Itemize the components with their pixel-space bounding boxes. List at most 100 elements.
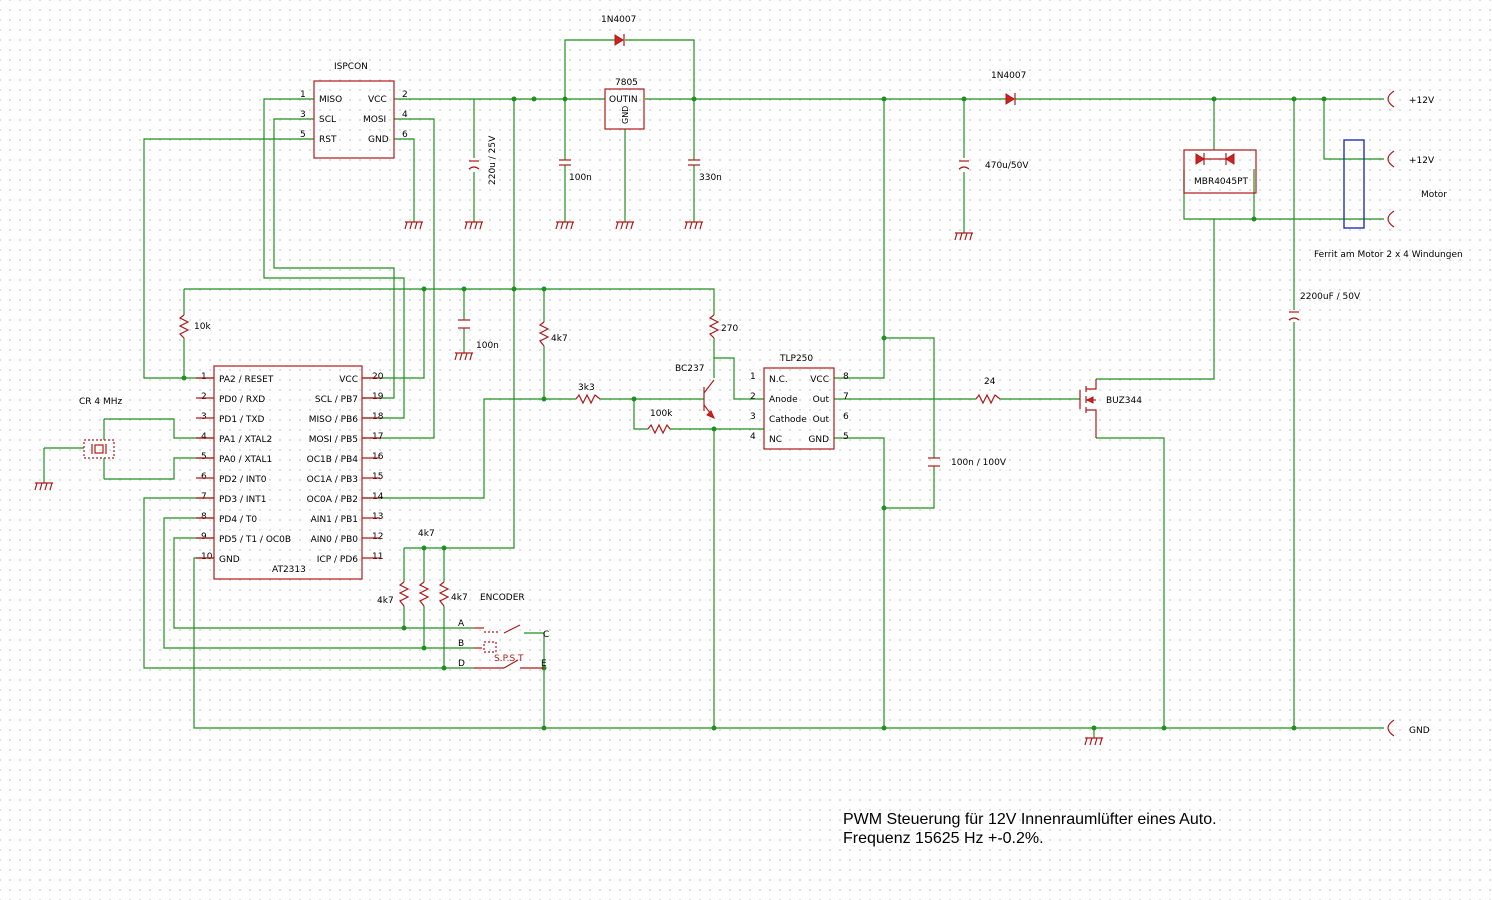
mcu-pin-num-left: 4 — [201, 432, 207, 442]
mcu-pin-num-right: 16 — [372, 452, 384, 462]
conn-12v-a-label: +12V — [1409, 96, 1435, 106]
mcu-pin-right-5: OC1B / PB4 — [307, 455, 359, 465]
motor-label: Motor — [1421, 190, 1447, 200]
mcu-pin-num-right: 15 — [372, 472, 383, 482]
ispcon-name: ISPCON — [334, 62, 368, 72]
diode-right-1n4007[interactable]: 1N4007 — [991, 71, 1026, 105]
junctions — [181, 96, 1327, 731]
cap-100n-a[interactable]: 100n — [559, 159, 592, 183]
mcu-pin-right-10: ICP / PD6 — [317, 555, 358, 565]
connector-motor-neg[interactable] — [1387, 210, 1395, 228]
connector-12v-motor[interactable]: +12V — [1387, 150, 1435, 168]
res-10k-label: 10k — [194, 322, 211, 332]
pin-num: 3 — [300, 110, 306, 120]
ground-icon — [555, 221, 574, 230]
cap-220u[interactable]: 220u / 25V — [468, 135, 498, 185]
optocoupler-name: TLP250 — [779, 354, 813, 364]
mosfet-label: BUZ344 — [1106, 396, 1142, 406]
connector-gnd[interactable]: GND — [1387, 719, 1430, 737]
res-4k7-b[interactable]: 4k7 — [377, 581, 410, 607]
tlp-pin-num-right: 6 — [843, 412, 849, 422]
res-24[interactable]: 24 — [975, 377, 1001, 405]
res-4k7-d[interactable]: 4k7 — [438, 581, 468, 607]
mcu-pin-right-1: VCC — [339, 375, 358, 385]
mcu-pin-right-9: AIN0 / PB0 — [311, 535, 359, 545]
mcu-pin-num-left: 6 — [201, 472, 207, 482]
mcu-pin-left-10: GND — [219, 555, 240, 565]
encoder-switch[interactable]: ENCODER A B D C E S.P.S.T — [458, 593, 549, 669]
tlp-pin-right-1: VCC — [810, 375, 829, 385]
cap-100n-100v[interactable]: 100n / 100V — [928, 457, 1007, 468]
mosfet-buz344[interactable]: BUZ344 — [1079, 379, 1142, 438]
ispcon-pin-left-2: SCL — [319, 115, 336, 125]
encoder-label: ENCODER — [480, 593, 525, 603]
mcu-pin-num-left: 1 — [201, 372, 207, 382]
ground-icon — [34, 482, 53, 491]
mcu-pin-right-6: OC1A / PB3 — [307, 475, 358, 485]
note-line-1: PWM Steuerung für 12V Innenraumlüfter ei… — [843, 811, 1217, 828]
cap-100n-100v-label: 100n / 100V — [951, 458, 1007, 468]
ispcon-connector[interactable]: ISPCON MISO SCL RST VCC MOSI GND 1 3 5 2… — [300, 62, 408, 159]
schottky-mbr4045pt[interactable]: MBR4045PT — [1183, 149, 1257, 194]
mcu-pin-left-2: PD0 / RXD — [219, 395, 265, 405]
mcu-pin-num-right: 19 — [372, 392, 384, 402]
tlp-pin-num-left: 3 — [750, 412, 756, 422]
mcu-pin-left-6: PD2 / INT0 — [219, 475, 267, 485]
cap-100n-a-label: 100n — [569, 173, 592, 183]
mcu-pin-num-right: 13 — [372, 512, 383, 522]
mcu-pin-num-right: 20 — [372, 372, 384, 382]
ground-icon — [404, 221, 423, 230]
res-10k[interactable]: 10k — [178, 314, 211, 339]
pin-num: 4 — [402, 110, 408, 120]
mcu-pin-right-4: MOSI / PB5 — [309, 435, 358, 445]
motor-block[interactable]: Motor Ferrit am Motor 2 x 4 Windungen — [1314, 139, 1463, 260]
mcu-pin-right-2: SCL / PB7 — [315, 395, 358, 405]
mcu-pin-num-right: 17 — [372, 432, 383, 442]
res-100k[interactable]: 100k — [647, 409, 673, 435]
encoder-b-label: B — [458, 639, 464, 649]
ispcon-pin-left-1: MISO — [319, 95, 342, 105]
mcu-pin-left-7: PD3 / INT1 — [219, 495, 266, 505]
cap-470u[interactable]: 470u/50V — [958, 160, 1029, 171]
cap-330n[interactable]: 330n — [688, 159, 722, 183]
mcu-pin-num-left: 7 — [201, 492, 207, 502]
res-4k7-d-label: 4k7 — [451, 593, 468, 603]
res-4k7-a[interactable]: 4k7 — [538, 321, 568, 347]
crystal-4mhz[interactable]: CR 4 MHz — [79, 397, 123, 479]
diode-top-label: 1N4007 — [601, 15, 636, 25]
mcu-pin-right-3: MISO / PB6 — [309, 415, 359, 425]
mcu-pin-num-left: 3 — [201, 412, 207, 422]
res-4k7-a-label: 4k7 — [551, 334, 568, 344]
tlp-pin-right-3: Out — [813, 415, 830, 425]
mcu-pin-num-left: 9 — [201, 532, 207, 542]
conn-12v-b-label: +12V — [1409, 156, 1435, 166]
tlp-pin-num-left: 2 — [750, 392, 756, 402]
encoder-c-label: C — [543, 630, 549, 640]
regulator-7805[interactable]: 7805 OUTIN GND — [604, 78, 645, 130]
diode-top-1n4007[interactable]: 1N4007 — [601, 15, 636, 46]
mcu-pin-left-9: PD5 / T1 / OC0B — [219, 535, 291, 545]
cap-2200u[interactable]: 2200uF / 50V — [1288, 292, 1361, 321]
tlp-pin-left-3: Cathode — [769, 415, 807, 425]
ispcon-pin-right-1: VCC — [368, 95, 387, 105]
mcu-pin-num-left: 2 — [201, 392, 207, 402]
res-270[interactable]: 270 — [708, 314, 738, 339]
mcu-pin-left-5: PA0 / XTAL1 — [219, 455, 272, 465]
res-3k3[interactable]: 3k3 — [575, 383, 601, 405]
cap-100n-b-label: 100n — [476, 341, 499, 351]
connector-12v-top[interactable]: +12V — [1387, 90, 1435, 108]
mcu-pin-left-1: PA2 / RESET — [219, 375, 274, 385]
cap-100n-b[interactable]: 100n — [458, 319, 499, 351]
res-4k7-c-label: 4k7 — [418, 529, 435, 539]
note-line-2: Frequenz 15625 Hz +-0.2%. — [843, 830, 1044, 847]
res-4k7-c[interactable]: 4k7 — [418, 529, 435, 607]
res-270-label: 270 — [721, 324, 738, 334]
tlp-pin-num-right: 7 — [843, 392, 849, 402]
pin-num: 6 — [402, 130, 408, 140]
cap-330n-label: 330n — [699, 173, 722, 183]
transistor-bc237[interactable]: BC237 — [675, 364, 715, 419]
